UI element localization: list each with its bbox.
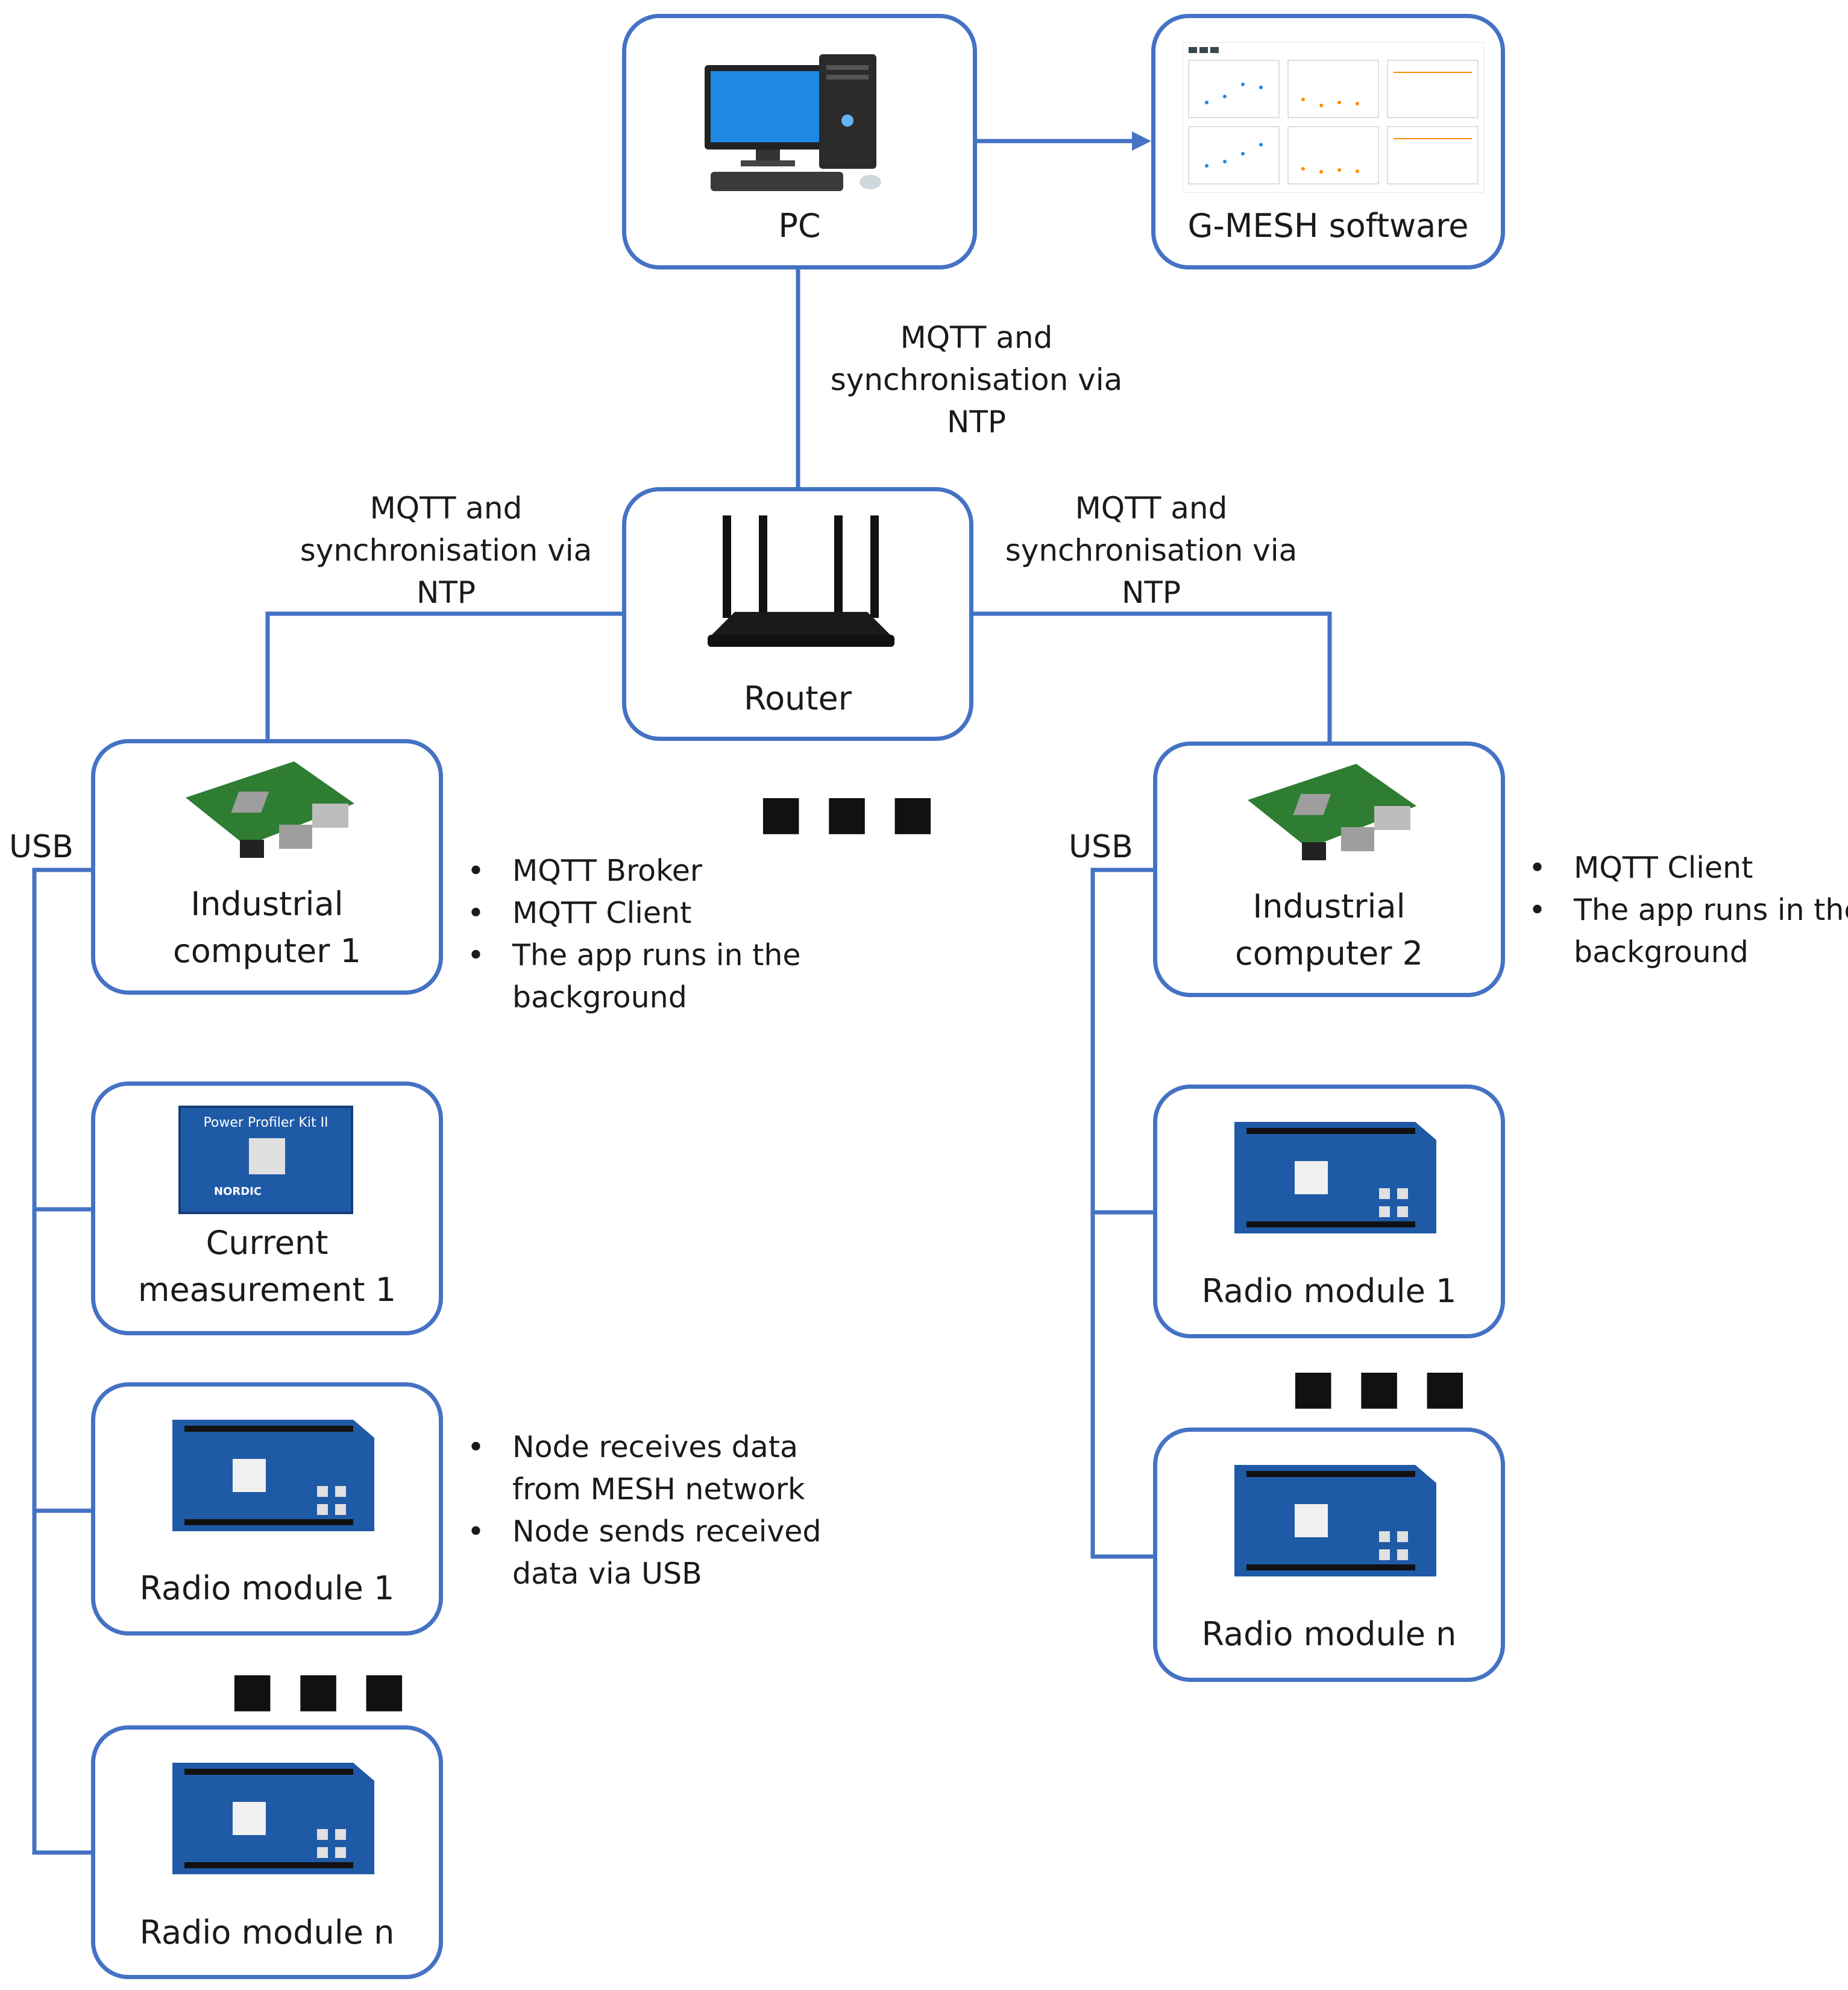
rm1-note: Node receives data: [467, 1426, 822, 1469]
rm1-note-continuation: data via USB: [512, 1557, 702, 1591]
ppk-chip: [249, 1138, 285, 1174]
radio-module-n-left-node[interactable]: Radio module n: [91, 1725, 443, 1979]
ic1-note: MQTT Broker: [467, 850, 801, 892]
rm1-left-label: Radio module 1: [139, 1569, 395, 1607]
ellipsis-right: ▪▪▪: [1289, 1343, 1486, 1427]
ellipsis-middle: ▪▪▪: [756, 769, 954, 852]
industrial-computer-2-node[interactable]: Industrial computer 2: [1153, 742, 1505, 997]
ic1-notes: MQTT Broker MQTT Client The app runs in …: [467, 850, 801, 1019]
raspberry-pi-board-icon: [186, 761, 354, 858]
router-label: Router: [744, 679, 852, 717]
ic1-note: The app runs in the: [467, 934, 801, 977]
connector-lines: [32, 139, 1332, 1855]
gmesh-label: G-MESH software: [1187, 207, 1469, 245]
radio-module-1-left-node[interactable]: Radio module 1: [91, 1382, 443, 1636]
ic2-notes: MQTT Client The app runs in the backgrou…: [1529, 847, 1848, 974]
usb-left-label: USB: [9, 829, 74, 865]
ic1-label-line1: Industrial: [190, 885, 344, 923]
ic1-note-continuation: background: [512, 980, 687, 1015]
pc-node[interactable]: PC: [622, 14, 977, 269]
rm1-note-continuation: from MESH network: [512, 1472, 805, 1507]
wifi-router-icon: [708, 515, 894, 647]
cm1-label-line1: Current: [206, 1224, 328, 1262]
rmn-right-label: Radio module n: [1201, 1615, 1457, 1653]
pc-label: PC: [778, 207, 821, 245]
ic2-note-continuation: background: [1574, 935, 1749, 969]
ppk-brand: NORDIC: [214, 1185, 262, 1198]
rm1-note: Node sends received: [467, 1511, 822, 1553]
software-screenshot-icon: [1183, 42, 1484, 193]
radio-board-icon: [1234, 1122, 1436, 1233]
ic2-note: MQTT Client: [1529, 847, 1848, 889]
arrow-head: [1132, 131, 1151, 151]
ppk-title: Power Profiler Kit II: [203, 1115, 328, 1130]
current-measurement-1-node[interactable]: Power Profiler Kit II NORDIC Current mea…: [91, 1082, 443, 1335]
industrial-computer-1-node[interactable]: Industrial computer 1: [91, 739, 443, 995]
router-ic2-link-label: MQTT and synchronisation via NTP: [1005, 491, 1298, 610]
usb-right-label: USB: [1069, 829, 1133, 865]
ic1-label-line2: computer 1: [173, 932, 361, 970]
radio-board-icon: [1234, 1465, 1436, 1576]
desktop-computer-icon: [705, 54, 881, 191]
ic1-note: MQTT Client: [467, 892, 801, 934]
ic2-label-line1: Industrial: [1252, 887, 1406, 925]
radio-module-n-right-node[interactable]: Radio module n: [1153, 1428, 1505, 1682]
radio-board-icon: [172, 1763, 374, 1874]
router-node[interactable]: Router: [622, 487, 973, 741]
rm1-right-label: Radio module 1: [1201, 1272, 1457, 1310]
radio-board-icon: [172, 1420, 374, 1531]
pc-router-link-label: MQTT and synchronisation via NTP: [830, 320, 1123, 439]
power-profiler-kit-icon: Power Profiler Kit II NORDIC: [178, 1106, 353, 1214]
gmesh-software-node[interactable]: G-MESH software: [1151, 14, 1505, 269]
ic2-note: The app runs in the: [1529, 889, 1848, 931]
raspberry-pi-board-icon: [1248, 764, 1416, 860]
cm1-label-line2: measurement 1: [137, 1271, 397, 1309]
rmn-left-label: Radio module n: [139, 1913, 395, 1951]
radio-module-1-right-node[interactable]: Radio module 1: [1153, 1085, 1505, 1338]
rm1-notes: Node receives data from MESH network Nod…: [467, 1426, 822, 1595]
ellipsis-left: ▪▪▪: [228, 1646, 426, 1730]
router-ic1-link-label: MQTT and synchronisation via NTP: [300, 491, 592, 610]
ic2-label-line2: computer 2: [1235, 934, 1423, 972]
